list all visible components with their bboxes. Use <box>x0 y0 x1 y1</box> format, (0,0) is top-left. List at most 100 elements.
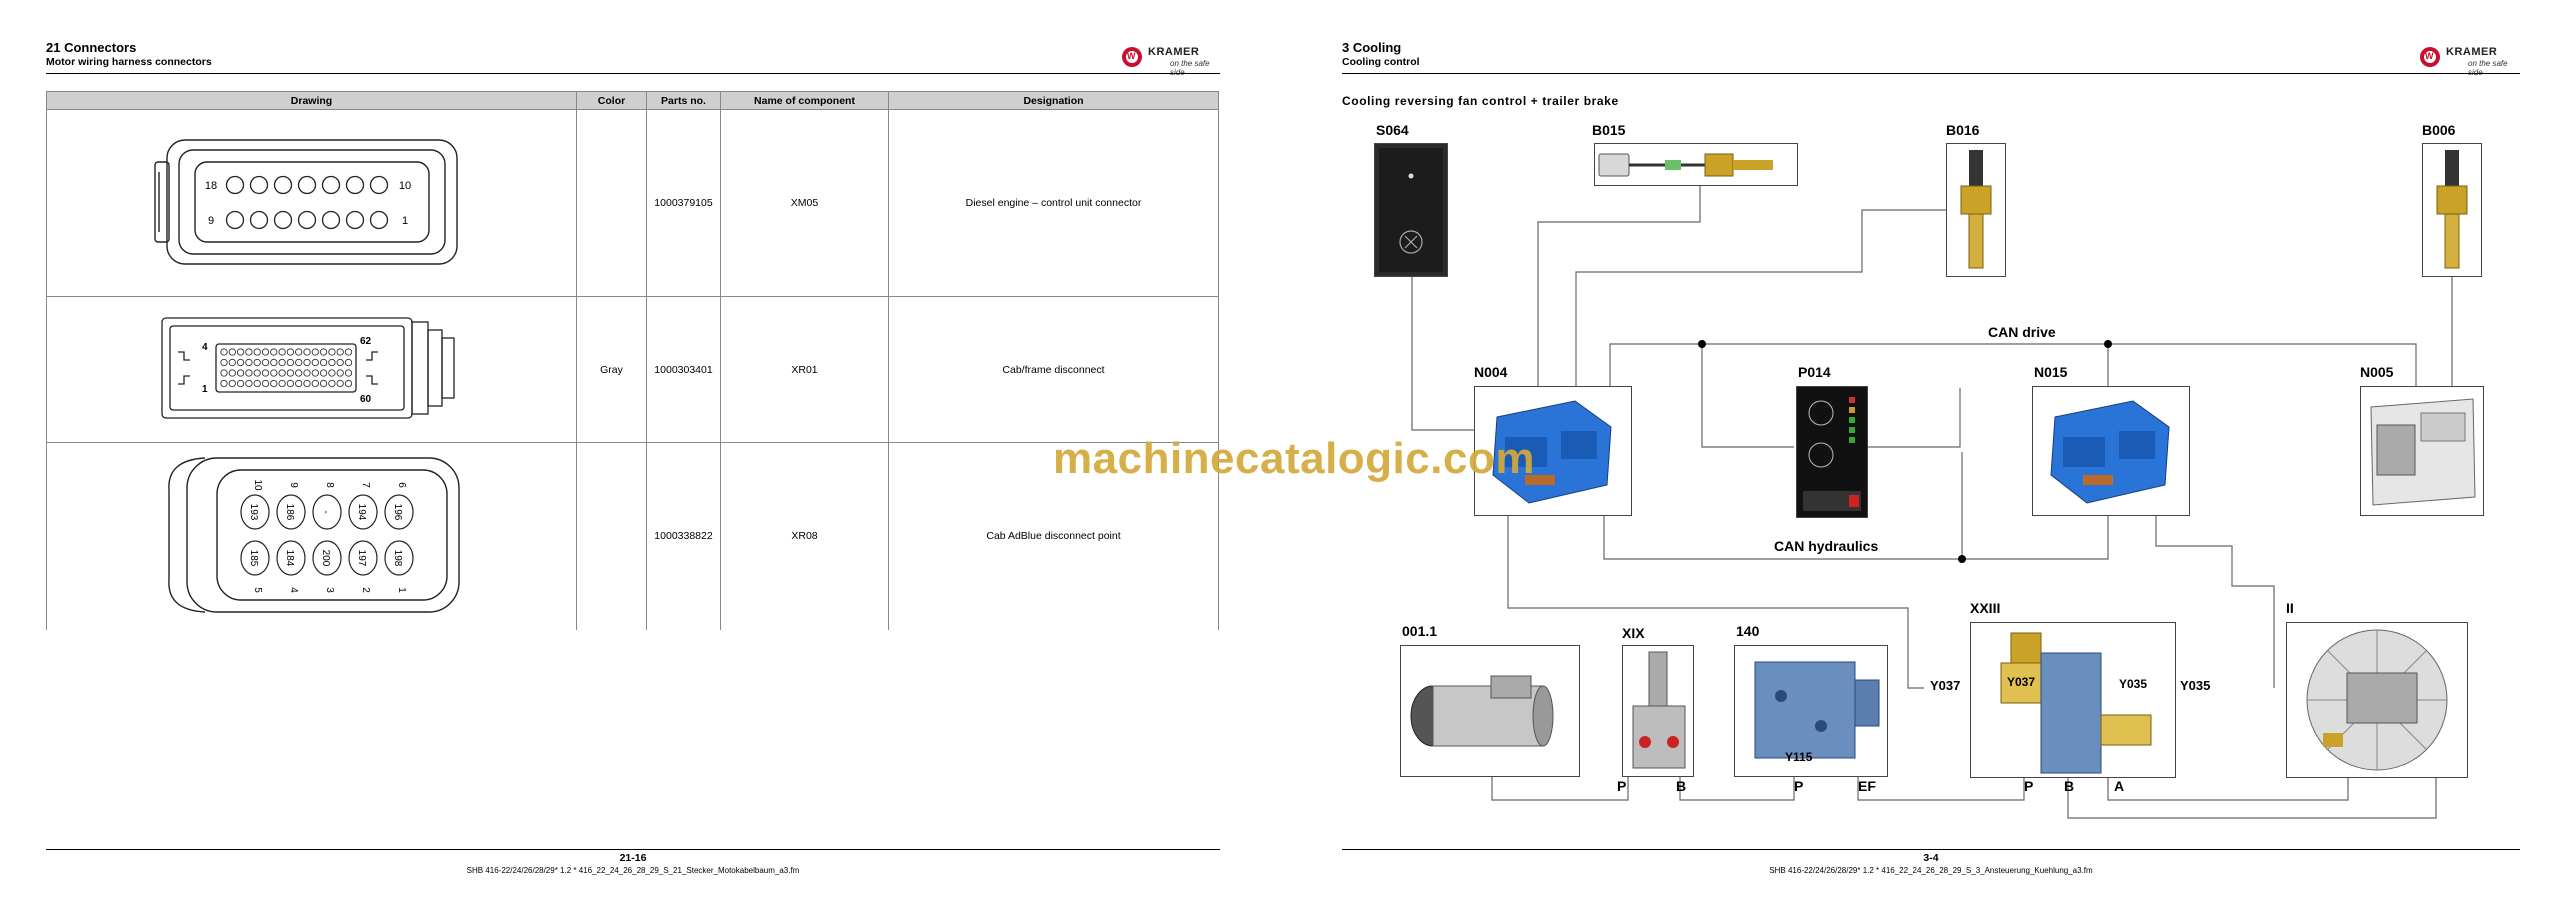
pin <box>277 379 286 388</box>
pump-001-1 <box>1400 645 1580 777</box>
pin <box>219 369 228 377</box>
pin <box>269 348 277 356</box>
pin <box>327 379 336 388</box>
label-b016: B016 <box>1946 122 1980 138</box>
pin-label: - <box>320 510 331 513</box>
pin <box>294 348 302 356</box>
pin <box>228 379 236 388</box>
pin <box>319 369 327 377</box>
pin-label: 7 <box>360 482 371 488</box>
port-ef: EF <box>1858 778 1876 794</box>
pin-label: 6 <box>396 482 407 488</box>
table-row: 10 9 8 7 6 193 186 - 194 196 185 184 <box>46 442 1219 630</box>
can-hydraulics-label: CAN hydraulics <box>1774 538 1879 554</box>
left-page: 21 Connectors Motor wiring harness conne… <box>46 40 1220 875</box>
temperature-sensor-icon <box>2436 150 2468 269</box>
valve-icon <box>1632 651 1686 769</box>
pin <box>294 379 302 388</box>
display-icon <box>1803 397 1861 511</box>
pin <box>261 358 269 367</box>
page-number: 21-16 <box>619 852 647 864</box>
label-140: 140 <box>1736 623 1760 639</box>
fan-icon <box>2306 629 2448 771</box>
pin <box>253 379 261 388</box>
pin-array <box>239 494 414 576</box>
table-header-row: Drawing Color Parts no. Name of componen… <box>46 91 1219 110</box>
solenoid-valve-icon <box>2000 632 2152 774</box>
pin <box>294 358 302 367</box>
fan-ii <box>2286 622 2468 778</box>
pin <box>253 348 261 356</box>
port-p: P <box>2024 778 2034 794</box>
pin <box>269 358 277 367</box>
pin <box>219 358 228 367</box>
label-n005: N005 <box>2360 364 2394 380</box>
switch-icon <box>1379 148 1443 272</box>
pin <box>236 358 244 367</box>
component-cell: XR08 <box>720 442 889 630</box>
label-s064: S064 <box>1376 122 1409 138</box>
component-cell: XM05 <box>720 109 889 297</box>
pin <box>286 369 294 377</box>
pin <box>311 369 319 377</box>
pin <box>286 358 294 367</box>
designation-cell: Diesel engine – control unit connector <box>888 109 1219 297</box>
connector-drawing: 18 10 9 1 <box>46 109 577 297</box>
designation-cell: Cab/frame disconnect <box>888 296 1219 443</box>
ecu-icon <box>2050 400 2170 504</box>
kramer-logo: W KRAMER on the safe side <box>2420 44 2520 77</box>
pin <box>228 348 236 356</box>
pin-label: 2 <box>360 587 371 593</box>
pin-label: 5 <box>252 587 263 593</box>
column-header: Drawing <box>46 91 577 110</box>
pin <box>286 348 294 356</box>
pin <box>302 358 311 367</box>
pin <box>244 379 253 388</box>
component-cell: XR01 <box>720 296 889 443</box>
pin-label: 9 <box>288 482 299 488</box>
pin <box>261 379 269 388</box>
page-number: 3-4 <box>1923 852 1939 864</box>
pin <box>344 358 352 367</box>
logo-ring-icon <box>1122 47 1142 67</box>
pin-label: 1 <box>401 215 407 227</box>
ecu-icon <box>1492 400 1612 504</box>
connector-xr08-drawing: 10 9 8 7 6 193 186 - 194 196 185 184 <box>167 457 460 613</box>
column-header: Parts no. <box>646 91 721 110</box>
file-reference: SHB 416-22/24/26/28/29* 1.2 * 416_22_24_… <box>1769 866 2093 875</box>
pin-array <box>225 175 388 229</box>
label-b015: B015 <box>1592 122 1626 138</box>
valve-xix <box>1622 645 1694 777</box>
pin <box>336 379 344 388</box>
sensor-b006 <box>2422 143 2482 277</box>
pin <box>236 369 244 377</box>
section-subtitle: Cooling control <box>1342 56 1420 68</box>
pin-label: 9 <box>207 215 213 227</box>
label-xix: XIX <box>1622 625 1645 641</box>
pin <box>344 379 352 388</box>
can-drive-label: CAN drive <box>1988 324 2056 340</box>
label-y037-inner: Y037 <box>2007 675 2036 689</box>
table-row: 4 1 62 60 Gray 1000303401 XR01 Cab/frame… <box>46 296 1219 443</box>
footer-rule <box>1342 849 2520 850</box>
diagram-title: Cooling reversing fan control + trailer … <box>1342 94 1619 108</box>
pin <box>311 358 319 367</box>
pin <box>236 348 244 356</box>
gear-pump-icon <box>1410 675 1554 747</box>
brand-name: KRAMER <box>2446 46 2498 58</box>
label-ii: II <box>2286 600 2294 616</box>
pin-array <box>219 348 352 388</box>
parts-no-cell: 1000303401 <box>646 296 721 443</box>
logo-ring-icon <box>2420 47 2440 67</box>
display-p014 <box>1796 386 1868 518</box>
pin <box>253 369 261 377</box>
label-y035-inner: Y035 <box>2119 677 2148 691</box>
control-unit-n015 <box>2032 386 2190 516</box>
connector-xr01-drawing: 4 1 62 60 <box>160 317 455 419</box>
watermark: machinecatalogic.com <box>1053 434 1535 483</box>
control-unit-n004 <box>1474 386 1632 516</box>
pin <box>302 379 311 388</box>
pin-label: 198 <box>392 549 403 566</box>
connector-drawing: 4 1 62 60 <box>46 296 577 443</box>
